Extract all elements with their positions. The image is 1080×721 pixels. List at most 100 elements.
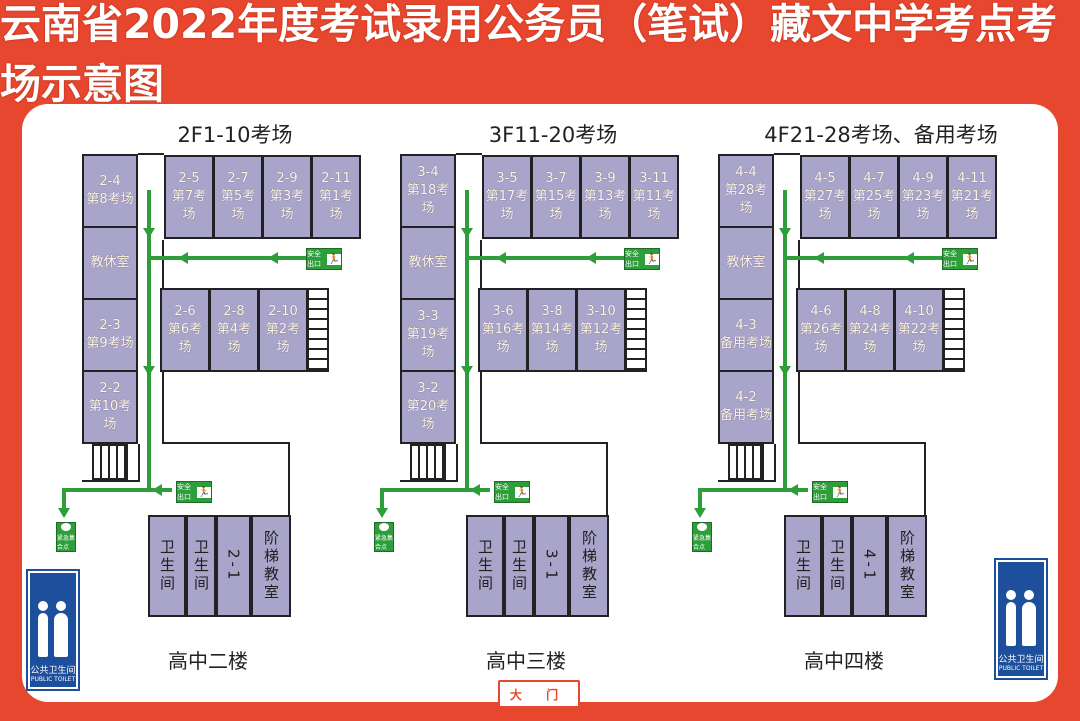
exit-sign: 安全出口 🏃: [494, 481, 530, 503]
route-arrow: [143, 228, 155, 238]
room-label: 卫生间: [794, 539, 812, 593]
room-label: 第28考场: [724, 183, 768, 216]
route-arrow: [376, 508, 388, 518]
room-code: 2-9: [276, 171, 298, 186]
staircase: [625, 288, 647, 372]
corridor-wall: [456, 444, 458, 482]
floor-name: 高中三楼: [486, 649, 566, 673]
corridor-wall: [798, 240, 800, 288]
left-room: 3-3 第19考场: [400, 298, 456, 372]
room-code: 4-11: [957, 171, 987, 186]
toilet-label-zh: 公共卫生间: [30, 666, 76, 676]
middle-room: 3-10 第12考场: [576, 288, 626, 372]
evacuation-route: [783, 190, 787, 490]
room-code: 3-11: [639, 171, 669, 186]
room-label: 第14考场: [530, 322, 574, 355]
left-room: 3-2 第20考场: [400, 370, 456, 444]
bottom-room: 卫生间: [504, 515, 534, 617]
bottom-room: 卫生间: [466, 515, 504, 617]
room-code: 2-2: [99, 381, 121, 396]
corridor-wall: [718, 480, 774, 482]
toilet-label-zh: 公共卫生间: [998, 655, 1044, 665]
room-label: 卫生间: [828, 539, 846, 593]
room-label: 4-1: [860, 549, 879, 583]
floor-name: 高中二楼: [168, 649, 248, 673]
exit-man-icon: 🏃: [962, 253, 977, 265]
room-label: 第15考场: [534, 189, 578, 222]
left-room: 3-4 第18考场: [400, 154, 456, 228]
room-label: 备用考场: [720, 336, 773, 351]
room-label: 第10考场: [88, 399, 132, 432]
corridor-wall: [774, 153, 800, 155]
exit-sign: 安全出口🏃: [306, 248, 342, 270]
room-code: 2-5: [178, 171, 200, 186]
room-label: 第12考场: [579, 322, 623, 355]
evacuation-route: [698, 488, 702, 514]
room-label: 第19考场: [406, 327, 450, 360]
evacuation-route: [62, 488, 172, 492]
exit-sign: 安全出口🏃: [624, 248, 660, 270]
room-code: 3-3: [417, 309, 439, 324]
bottom-room: 4-1: [852, 515, 887, 617]
room-label: 第11考场: [632, 189, 676, 222]
corridor-wall: [606, 442, 608, 515]
assembly-text: 紧急集合点: [375, 535, 394, 551]
assembly-text: 紧急集合点: [57, 535, 76, 551]
room-code: 2-7: [227, 171, 249, 186]
evacuation-route: [380, 488, 384, 514]
corridor-wall: [774, 444, 776, 482]
female-icon: [54, 601, 68, 657]
room-code: 3-6: [492, 304, 514, 319]
room-label: 第4考场: [216, 322, 252, 355]
room-code: 2-11: [321, 171, 351, 186]
toilet-figures: [1006, 590, 1036, 646]
room-code: 2-8: [223, 304, 245, 319]
corridor-wall: [162, 240, 164, 288]
room-label: 第18考场: [406, 183, 450, 216]
room-label: 第23考场: [901, 189, 945, 222]
bottom-room: 阶梯教室: [887, 515, 927, 617]
room-label: 备用考场: [720, 408, 773, 423]
room-code: 2-3: [99, 318, 121, 333]
room-code: 3-4: [417, 165, 439, 180]
evacuation-route: [698, 488, 808, 492]
room-label: 教休室: [408, 255, 448, 270]
exit-man-icon: 🏃: [514, 486, 529, 498]
exit-sign-text: 安全出口: [625, 250, 639, 268]
bottom-room: 卫生间: [822, 515, 852, 617]
evacuation-route: [465, 190, 469, 490]
assembly-text: 紧急集合点: [693, 535, 712, 551]
evacuation-route: [147, 190, 151, 490]
room-label: 第27考场: [803, 189, 847, 222]
route-arrow: [779, 228, 791, 238]
room-code: 4-7: [863, 171, 885, 186]
room-code: 3-2: [417, 381, 439, 396]
room-code: 3-10: [586, 304, 616, 319]
bottom-room: 2-1: [216, 515, 251, 617]
corridor-wall: [138, 153, 164, 155]
room-label: 第5考场: [220, 189, 256, 222]
evacuation-route: [147, 256, 307, 260]
bottom-room: 3-1: [534, 515, 569, 617]
corridor-wall: [138, 444, 140, 482]
room-label: 卫生间: [510, 539, 528, 593]
room-label: 第20考场: [406, 399, 450, 432]
exit-sign: 安全出口🏃: [176, 481, 212, 503]
page-title: 云南省2022年度考试录用公务员（笔试）藏文中学考点考场示意图: [0, 0, 1058, 108]
room-label: 阶梯教室: [580, 530, 598, 602]
room-label: 第2考场: [265, 322, 301, 355]
exit-sign-text: 安全出口: [495, 483, 509, 501]
room-code: 4-9: [912, 171, 934, 186]
